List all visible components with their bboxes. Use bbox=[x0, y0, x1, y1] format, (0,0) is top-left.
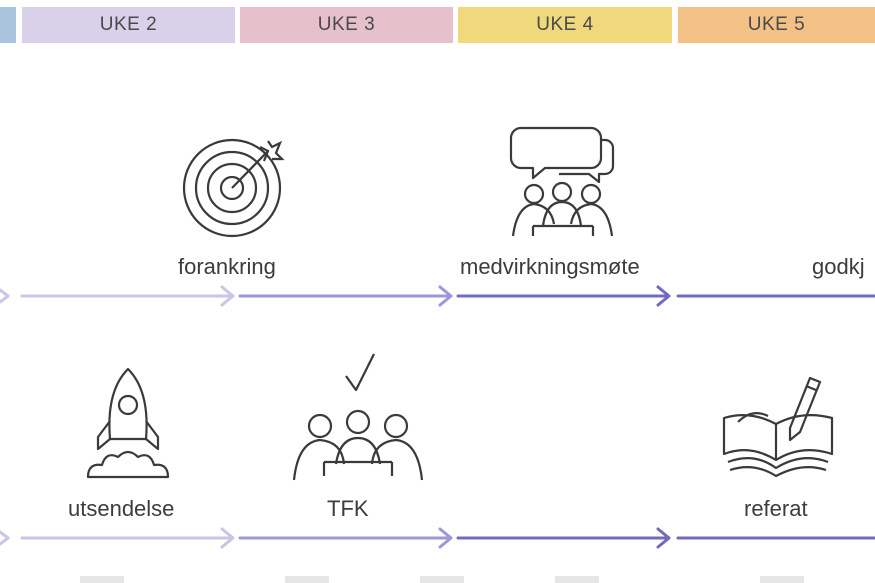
label-referat: referat bbox=[744, 496, 808, 521]
target-icon bbox=[180, 133, 288, 241]
week-label: UKE 4 bbox=[536, 14, 594, 35]
arrow-stub-row2 bbox=[0, 530, 10, 546]
rocket-icon bbox=[84, 365, 176, 483]
week-header-5: UKE 5 bbox=[678, 7, 875, 43]
bottom-stub bbox=[555, 576, 599, 583]
approval-meeting-icon bbox=[290, 352, 426, 482]
bottom-stub bbox=[760, 576, 804, 583]
arrowhead bbox=[656, 285, 671, 307]
bottom-stub bbox=[420, 576, 464, 583]
label-tfk: TFK bbox=[327, 496, 369, 521]
arrow-stub-row1 bbox=[0, 288, 10, 304]
week-header-4: UKE 4 bbox=[458, 7, 672, 43]
week-header-2: UKE 2 bbox=[22, 7, 235, 43]
arrowhead bbox=[656, 527, 671, 549]
label-utsendelse: utsendelse bbox=[68, 496, 175, 521]
week-label: UKE 2 bbox=[99, 14, 158, 35]
week-label: UKE 5 bbox=[747, 14, 806, 35]
arrowhead bbox=[220, 527, 235, 549]
arrowhead bbox=[438, 527, 453, 549]
arrowhead bbox=[438, 285, 453, 307]
label-medvirkningsmote: medvirkningsmøte bbox=[460, 254, 640, 279]
bottom-stub bbox=[285, 576, 329, 583]
meeting-discussion-icon bbox=[505, 122, 619, 242]
label-forankring: forankring bbox=[178, 254, 276, 279]
label-godkj: godkj bbox=[812, 254, 865, 279]
week-header-1 bbox=[0, 7, 16, 43]
week-label: UKE 3 bbox=[317, 14, 376, 35]
week-header-3: UKE 3 bbox=[240, 7, 453, 43]
book-pen-icon bbox=[720, 372, 840, 478]
arrowhead bbox=[220, 285, 235, 307]
bottom-stub bbox=[80, 576, 124, 583]
